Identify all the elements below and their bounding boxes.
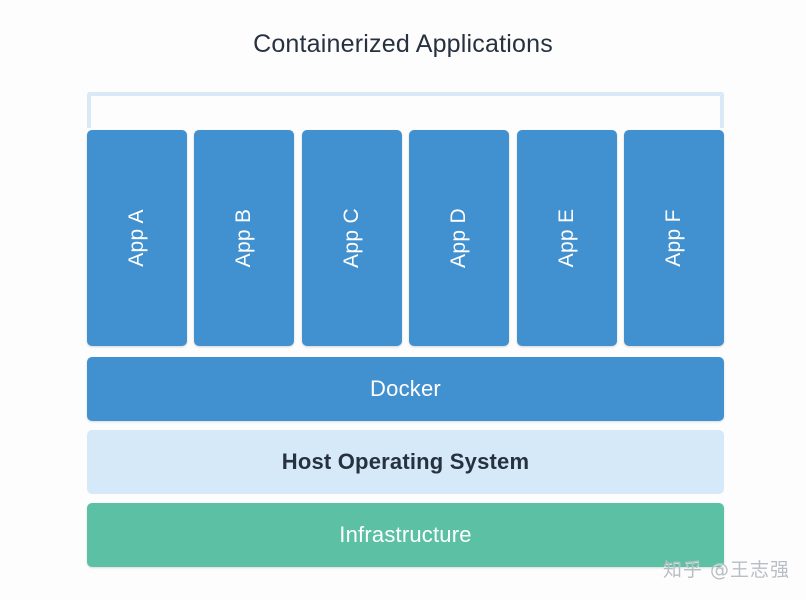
- page-title: Containerized Applications: [253, 30, 553, 58]
- app-box-label: App A: [125, 209, 148, 267]
- app-box-d[interactable]: App D: [409, 130, 510, 346]
- app-box-label: App B: [232, 208, 256, 268]
- layer-label: Infrastructure: [339, 522, 472, 547]
- app-box-label: App F: [661, 209, 685, 267]
- app-box-label: App E: [554, 208, 578, 268]
- app-box-c[interactable]: App C: [301, 130, 402, 346]
- app-box-a[interactable]: App A: [87, 130, 187, 346]
- app-box-label: App D: [447, 208, 471, 268]
- app-box-e[interactable]: App E: [516, 130, 617, 346]
- app-box-label: App C: [339, 208, 363, 268]
- containerized-apps-bracket: [87, 92, 724, 128]
- layer-label: Host Operating System: [281, 449, 530, 474]
- layer-infrastructure[interactable]: Infrastructure: [87, 503, 724, 567]
- app-box-f[interactable]: App F: [623, 130, 724, 346]
- layer-docker[interactable]: Docker: [87, 357, 724, 421]
- layer-host-operating-system[interactable]: Host Operating System: [87, 430, 724, 494]
- watermark: 知乎 @王志强: [662, 559, 790, 581]
- app-container-row: App A App B App C App D App E App F: [87, 130, 724, 346]
- layer-label: Docker: [370, 376, 441, 401]
- app-box-b[interactable]: App B: [194, 130, 295, 346]
